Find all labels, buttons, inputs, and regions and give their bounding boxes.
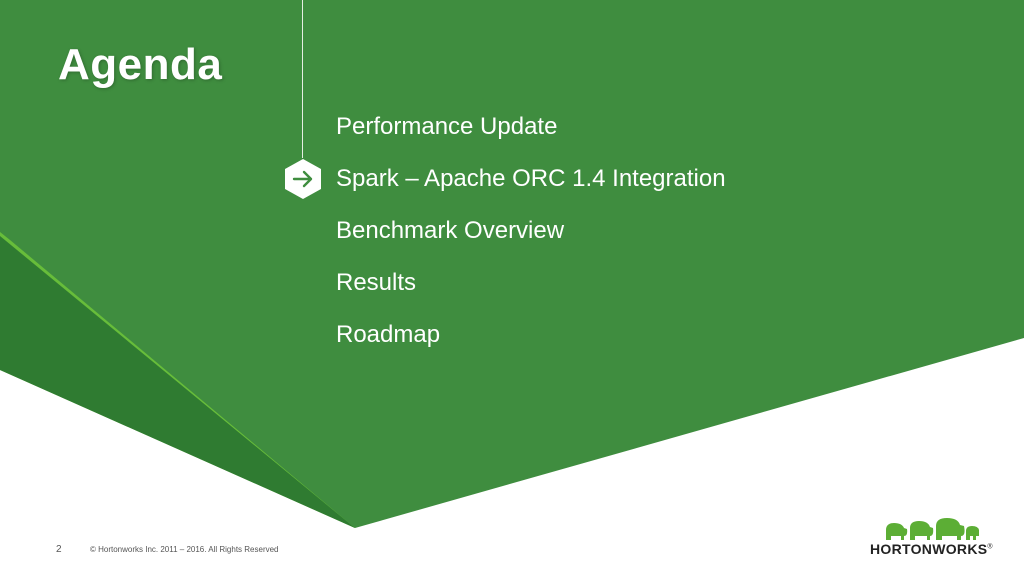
logo-wordmark: HORTONWORKS® xyxy=(870,541,993,557)
agenda-item: Performance Update xyxy=(336,113,558,140)
agenda-item: Roadmap xyxy=(336,321,441,348)
copyright-text: © Hortonworks Inc. 2011 – 2016. All Righ… xyxy=(90,545,279,554)
logo-text: HORTONWORKS xyxy=(870,541,988,557)
hortonworks-logo: HORTONWORKS® xyxy=(870,514,993,558)
arrow-right-icon xyxy=(285,159,321,199)
slide-title: Agenda xyxy=(58,40,223,89)
agenda-item-current: Spark – Apache ORC 1.4 Integration xyxy=(336,165,726,192)
agenda-item: Results xyxy=(336,269,417,296)
background-lime-band xyxy=(0,232,355,528)
background-dark-fold xyxy=(0,236,355,528)
timeline-line xyxy=(302,0,303,158)
registered-mark: ® xyxy=(987,543,993,551)
agenda-item: Benchmark Overview xyxy=(336,217,565,244)
elephants-icon xyxy=(886,518,979,540)
page-number: 2 xyxy=(56,544,62,555)
agenda-list: Performance Update Spark – Apache ORC 1.… xyxy=(336,110,726,370)
background-green-panel xyxy=(0,0,1024,528)
